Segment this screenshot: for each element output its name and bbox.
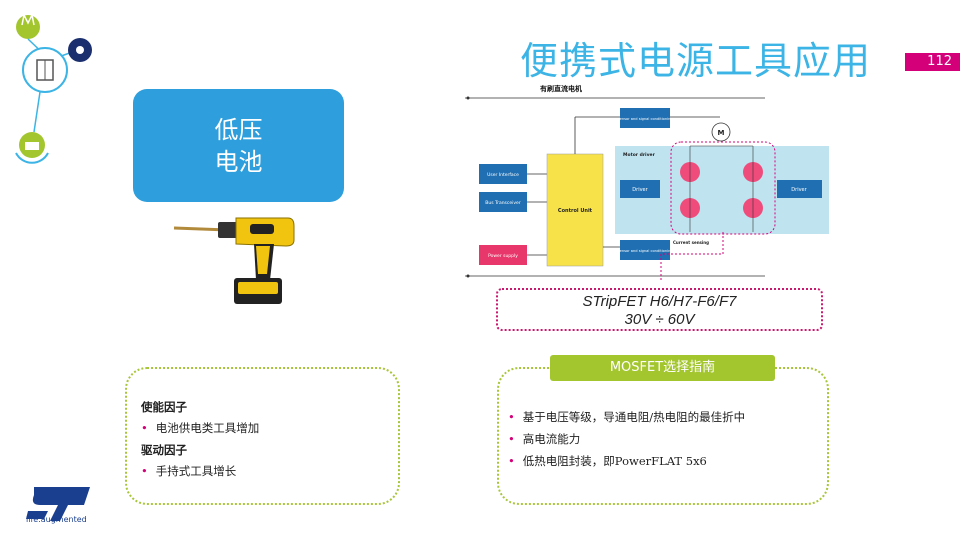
bullet-icon: •	[508, 410, 515, 424]
driver-right-label: Driver	[791, 187, 807, 193]
page-number: 112	[905, 53, 960, 71]
battery-label-box: 低压 电池	[133, 89, 344, 202]
driver-item: • 手持式工具增长	[141, 463, 236, 479]
bullet-icon: •	[141, 421, 148, 435]
sensor-top-block	[620, 108, 670, 128]
stripfet-family: STripFET H6/H7-F6/F7	[582, 293, 737, 310]
guide-item-3: • 低热电阻封装，即PowerFLAT 5x6	[508, 453, 707, 469]
link-arrow	[660, 232, 724, 282]
battery-line1: 低压	[214, 115, 263, 144]
diagram-title: 有刷直流电机	[540, 84, 582, 93]
guide-item-1: • 基于电压等级，导通电阻/热电阻的最佳折中	[508, 409, 745, 425]
stripfet-box: STripFET H6/H7-F6/F7 30V ÷ 60V	[496, 288, 823, 331]
driver-left-block	[620, 180, 660, 198]
driver-left-label: Driver	[632, 187, 648, 193]
motor-driver-label: Motor driver	[623, 152, 656, 158]
user-interface-label: User Interface	[487, 172, 519, 178]
guide-item-2: • 高电流能力	[508, 431, 580, 447]
motor-label: M	[718, 129, 725, 137]
dc-motor-block-diagram: 有刷直流电机 User Interface Bus Transceiver Po…	[465, 84, 829, 282]
bullet-icon: •	[141, 464, 148, 478]
sensor-bottom-block	[620, 240, 670, 260]
battery-line2: 电池	[214, 147, 263, 176]
bullet-icon: •	[508, 454, 515, 468]
enabler-heading: 使能因子	[141, 400, 187, 414]
st-logo	[26, 487, 90, 521]
decorative-icons	[15, 12, 92, 164]
driver-heading: 驱动因子	[141, 443, 187, 457]
sensor-top-label: Sensor and signal conditioning	[617, 117, 672, 121]
motor-icon	[711, 122, 731, 142]
guide-item-text: 高电流能力	[522, 432, 581, 446]
current-sensing-label: Current sensing	[673, 240, 709, 245]
bus-transceiver-label: Bus Transceiver	[485, 200, 521, 206]
control-unit-label: Control Unit	[558, 208, 593, 214]
factors-box	[125, 367, 400, 505]
bullet-icon: •	[508, 432, 515, 446]
driver-right-block	[777, 180, 822, 198]
sensor-bottom-label: Sensor and signal conditioning	[617, 249, 672, 253]
mosfet-guide-label: MOSFET选择指南	[550, 355, 775, 381]
bulb-icon	[16, 12, 40, 39]
power-supply-label: Power supply	[488, 253, 518, 259]
building-icon	[22, 47, 68, 93]
drill-image	[173, 217, 295, 304]
power-supply-block	[479, 245, 527, 265]
sun-icon	[68, 38, 92, 62]
factory-icon	[15, 132, 49, 164]
guide-item-text: 基于电压等级，导通电阻/热电阻的最佳折中	[522, 410, 746, 424]
enabler-item-text: 电池供电类工具增加	[155, 421, 260, 435]
user-interface-block	[479, 164, 527, 184]
logo-tagline: life.augmented	[26, 515, 87, 524]
stripfet-voltage: 30V ÷ 60V	[624, 311, 695, 328]
driver-item-text: 手持式工具增长	[155, 464, 237, 478]
bus-transceiver-block	[479, 192, 527, 212]
guide-item-text: 低热电阻封装，即PowerFLAT 5x6	[522, 454, 707, 468]
enabler-item: • 电池供电类工具增加	[141, 420, 259, 436]
control-unit-block	[546, 153, 604, 267]
slide-title: 便携式电源工具应用	[520, 39, 872, 83]
